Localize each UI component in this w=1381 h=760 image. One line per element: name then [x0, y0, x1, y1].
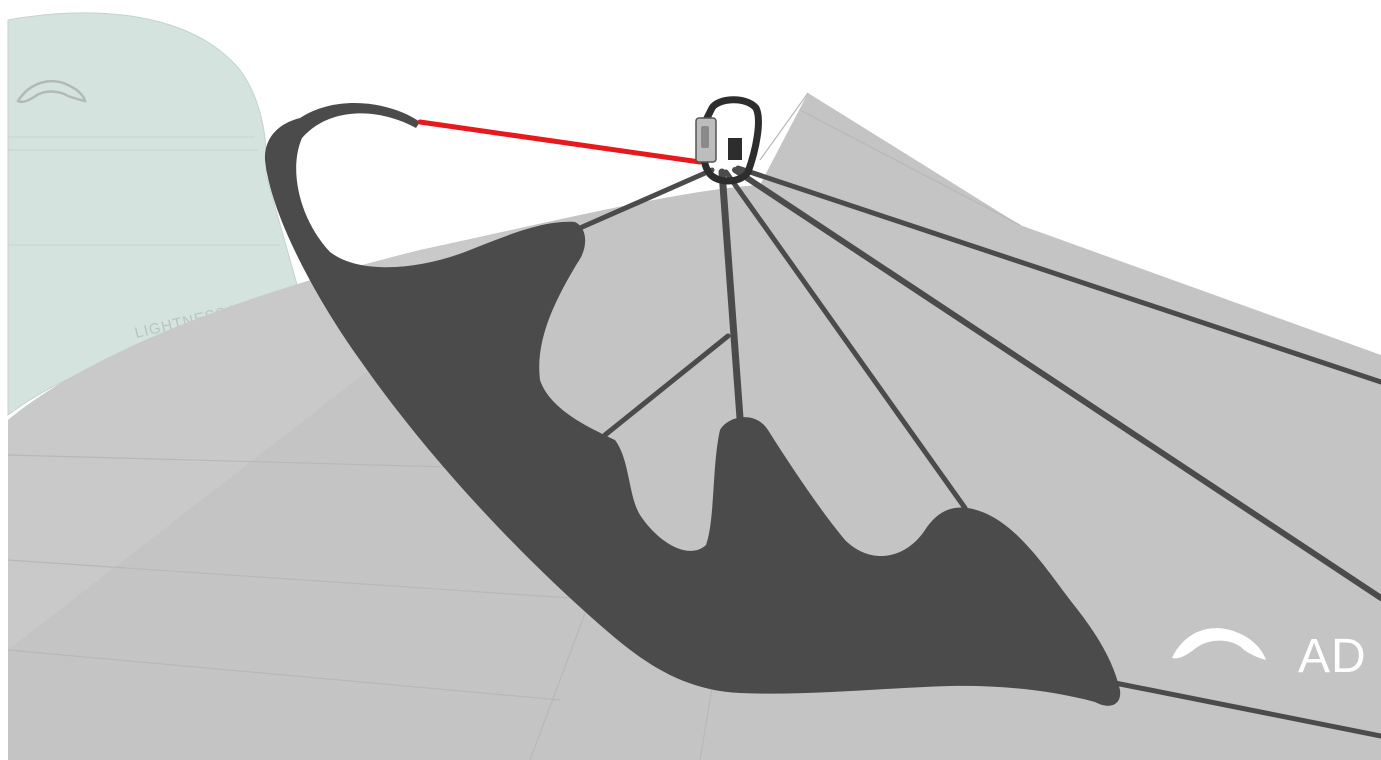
carabiner-gate-slot: [701, 126, 709, 148]
carabiner-icon: [695, 96, 762, 185]
riser-body: [264, 102, 1121, 706]
carabiner-lock: [728, 138, 742, 160]
line-e: [735, 165, 1381, 385]
harness-seam-top: [8, 136, 258, 151]
line-a-inner: [577, 167, 715, 231]
harness-brand-logo-icon: [16, 79, 87, 104]
wing-brand: AD: [1172, 628, 1367, 683]
wing-seams: [7, 92, 1021, 760]
line-b-center: [718, 168, 744, 422]
wing-brand-text: AD: [1298, 630, 1367, 683]
line-c: [723, 169, 968, 511]
line-f: [1112, 680, 1381, 739]
wing-brand-logo-icon: [1172, 628, 1266, 660]
highlighted-brake-line: [417, 119, 703, 165]
line-d: [732, 167, 1381, 601]
riser-lines: [577, 165, 1381, 739]
line-a-branch: [602, 333, 731, 438]
